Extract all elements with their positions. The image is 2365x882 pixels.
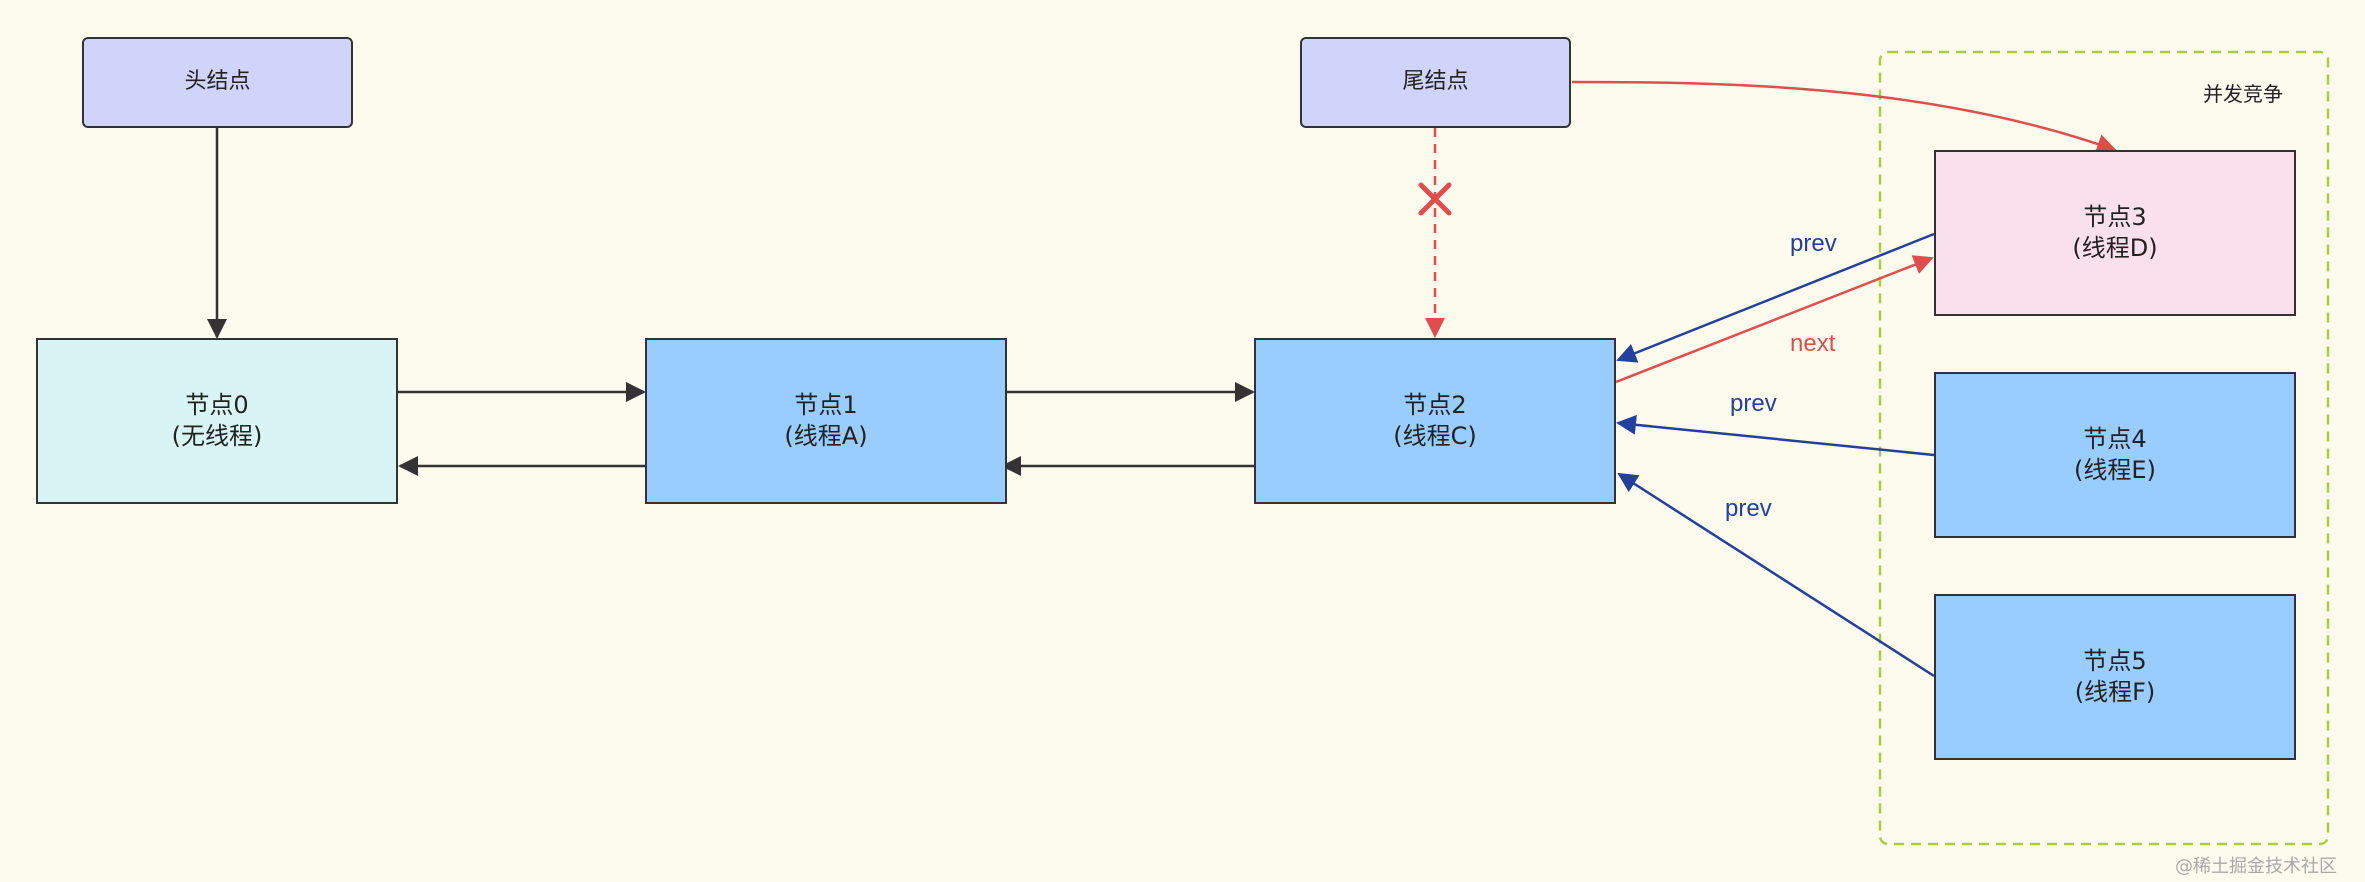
- contention-group-label: 并发竞争: [2203, 82, 2283, 106]
- edge-node2-next-node3: [1615, 255, 1934, 384]
- node-5: 节点5 (线程F): [1934, 594, 2296, 760]
- node-3: 节点3 (线程D): [1934, 150, 2296, 316]
- node-2-title: 节点2: [1403, 390, 1467, 419]
- watermark: @稀土掘金技术社区: [2175, 856, 2337, 877]
- edge-tail-to-node3: [1571, 80, 2117, 154]
- node-4-title: 节点4: [2083, 424, 2147, 453]
- edge-label-prev-node5: prev: [1725, 495, 1772, 522]
- node-4-thread: (线程E): [2074, 456, 2156, 484]
- edge-label-prev-node3: prev: [1790, 230, 1837, 257]
- node-0-title: 节点0: [185, 390, 249, 419]
- cross-icon: [1418, 182, 1452, 216]
- node-5-thread: (线程F): [2074, 678, 2156, 706]
- head-node: 头结点: [82, 37, 353, 128]
- node-0-thread: (无线程): [171, 422, 263, 450]
- node-0: 节点0 (无线程): [36, 338, 398, 504]
- head-node-label: 头结点: [184, 69, 251, 95]
- node-1-title: 节点1: [794, 390, 858, 419]
- edge-label-prev-node4: prev: [1730, 390, 1777, 417]
- node-3-title: 节点3: [2083, 202, 2147, 231]
- node-4: 节点4 (线程E): [1934, 372, 2296, 538]
- node-2: 节点2 (线程C): [1254, 338, 1616, 504]
- node-5-title: 节点5: [2083, 646, 2147, 675]
- edge-node4-prev-node2: [1616, 414, 1935, 457]
- node-1: 节点1 (线程A): [645, 338, 1007, 504]
- tail-node: 尾结点: [1300, 37, 1571, 128]
- node-3-thread: (线程D): [2072, 234, 2158, 262]
- node-1-thread: (线程A): [784, 422, 868, 450]
- edge-label-next-node3: next: [1790, 330, 1836, 357]
- tail-node-label: 尾结点: [1402, 69, 1469, 95]
- contention-group-border: [1878, 50, 2330, 846]
- node-2-thread: (线程C): [1393, 422, 1477, 450]
- edge-node5-prev-node2: [1617, 472, 1935, 678]
- edge-node3-prev-node2: [1616, 232, 1935, 363]
